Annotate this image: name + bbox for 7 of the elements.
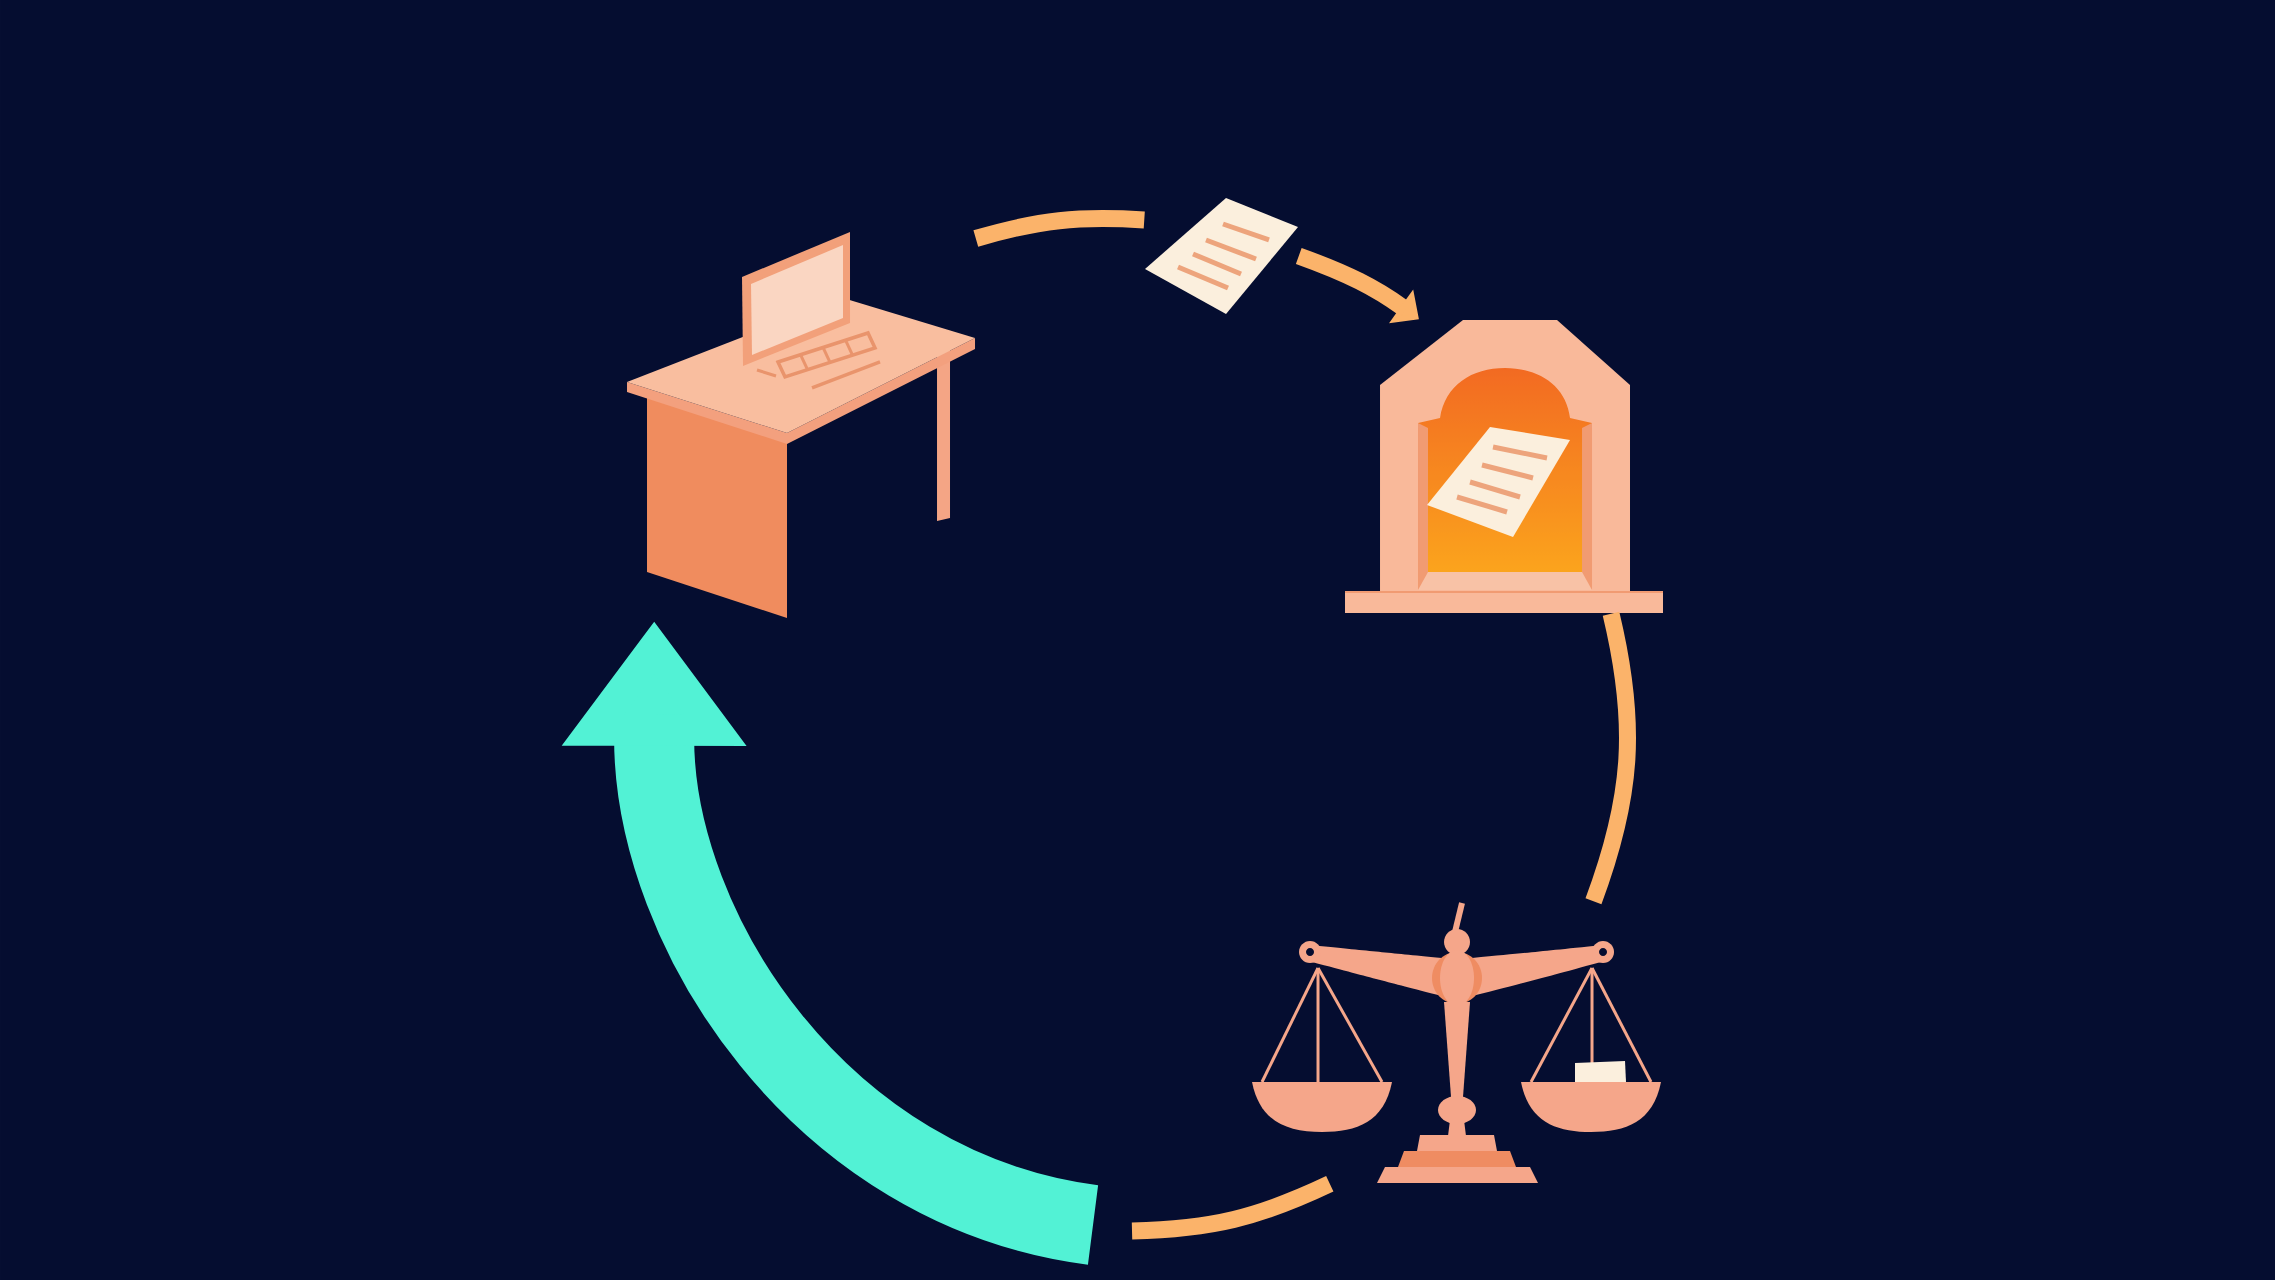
document-illustration: [1145, 198, 1298, 314]
booth-illustration: [1344, 320, 1664, 613]
curved-line: [1131, 1176, 1334, 1240]
curved-line: [1585, 611, 1637, 905]
desk-illustration: [627, 232, 975, 618]
scales-illustration: [1252, 902, 1661, 1183]
curved-line: [973, 209, 1145, 247]
